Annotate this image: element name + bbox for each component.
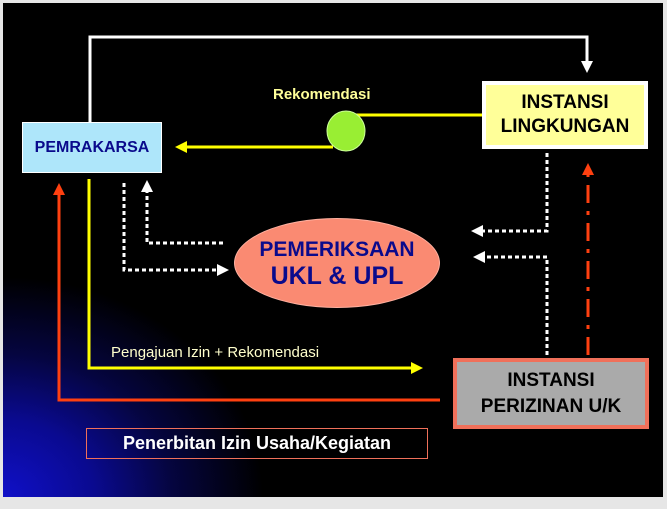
- dotted-arrow-lingkungan-to-ukl: [471, 153, 549, 237]
- flow-arrows: [53, 35, 594, 402]
- slide: PEMRAKARSA INSTANSI LINGKUNGAN PEMERIKSAA…: [3, 3, 663, 497]
- rekomendasi-node: [326, 110, 366, 152]
- rekomendasi-label: Rekomendasi: [273, 86, 371, 103]
- perizinan-label-1: INSTANSI: [507, 369, 595, 391]
- pemeriksaan-label-2: UKL & UPL: [270, 262, 404, 290]
- pemrakarsa-box: PEMRAKARSA: [22, 122, 162, 173]
- dotted-arrow-ukl-to-pemrakarsa: [141, 180, 223, 245]
- red-arrow-penerbitan: [53, 183, 440, 402]
- instansi-perizinan-box: INSTANSI PERIZINAN U/K: [453, 358, 649, 429]
- yellow-arrow-pengajuan: [87, 179, 423, 374]
- dotted-arrow-pemrakarsa-to-ukl: [122, 183, 229, 276]
- lingkungan-label-2: LINGKUNGAN: [500, 116, 630, 137]
- lingkungan-label-1: INSTANSI: [521, 92, 609, 113]
- pengajuan-label: Pengajuan Izin + Rekomendasi: [111, 344, 320, 361]
- dotted-arrow-perizinan-to-ukl: [473, 251, 549, 355]
- pemeriksaan-label-1: PEMERIKSAAN: [259, 238, 415, 261]
- pemrakarsa-label: PEMRAKARSA: [34, 138, 150, 156]
- penerbitan-label: Penerbitan Izin Usaha/Kegiatan: [86, 428, 428, 459]
- instansi-lingkungan-box: INSTANSI LINGKUNGAN: [482, 81, 648, 149]
- white-arrow-pemrakarsa-to-lingkungan: [88, 35, 593, 146]
- perizinan-label-2: PERIZINAN U/K: [480, 395, 622, 417]
